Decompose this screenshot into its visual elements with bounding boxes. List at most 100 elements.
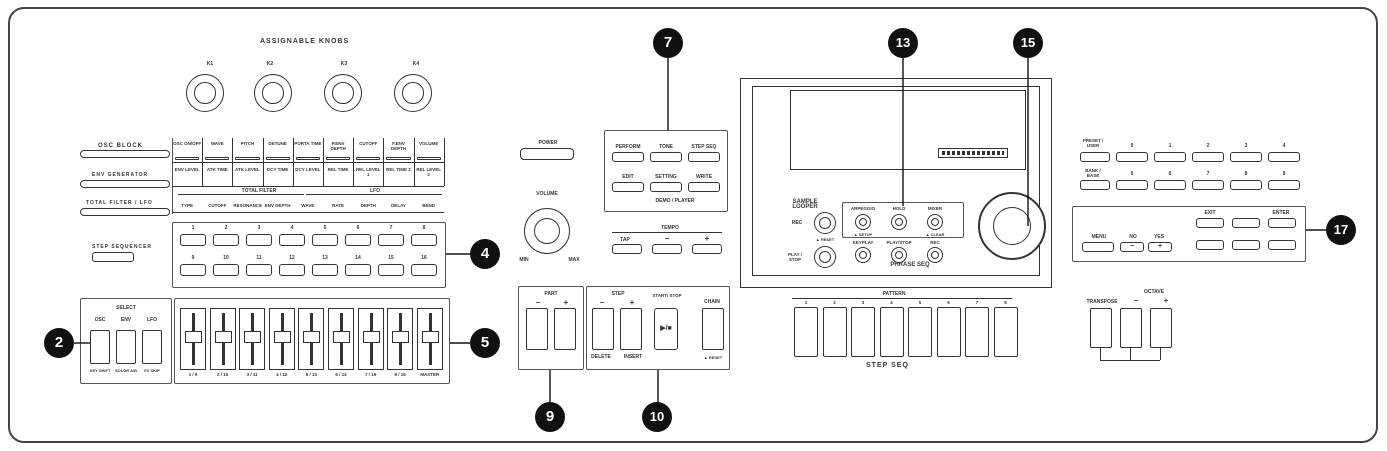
pattern-pad[interactable] — [851, 307, 875, 357]
step-button[interactable] — [345, 234, 371, 246]
step-button[interactable] — [279, 234, 305, 246]
start-stop-button[interactable] — [654, 308, 678, 350]
fader-cap[interactable] — [273, 331, 291, 343]
env-generator-button[interactable] — [80, 180, 170, 188]
knob-k2[interactable] — [254, 74, 292, 112]
looper-rec-button[interactable] — [814, 212, 836, 234]
number-button[interactable] — [1268, 180, 1300, 190]
tone-button[interactable] — [650, 152, 682, 162]
value-dial[interactable] — [978, 192, 1046, 260]
setting-button[interactable] — [650, 182, 682, 192]
step-button[interactable] — [378, 234, 404, 246]
pattern-pad[interactable] — [965, 307, 989, 357]
param-row1-button[interactable] — [205, 157, 230, 160]
enter-button[interactable] — [1268, 218, 1296, 228]
param-row1-button[interactable] — [386, 157, 411, 160]
fader-cap[interactable] — [333, 331, 350, 343]
step-button[interactable] — [345, 264, 371, 276]
slider-fader[interactable] — [357, 308, 384, 370]
fader-cap[interactable] — [214, 331, 232, 343]
cursor-left-button[interactable] — [1196, 240, 1224, 250]
total-filter-lfo-button[interactable] — [80, 208, 170, 216]
number-button[interactable] — [1154, 180, 1186, 190]
step-button[interactable] — [246, 264, 272, 276]
pattern-pad[interactable] — [993, 307, 1018, 357]
slider-fader[interactable] — [387, 308, 414, 370]
volume-knob[interactable] — [524, 208, 570, 254]
slider-fader[interactable] — [239, 308, 266, 370]
fader-cap[interactable] — [392, 331, 410, 343]
step-seq-button[interactable] — [688, 152, 720, 162]
select-lfo-button[interactable] — [142, 330, 162, 364]
transpose-button[interactable] — [1090, 308, 1112, 348]
osc-block-button[interactable] — [80, 150, 170, 158]
power-button[interactable] — [520, 148, 574, 160]
no-button[interactable] — [1120, 242, 1144, 252]
number-button[interactable] — [1154, 152, 1186, 162]
pattern-pad[interactable] — [908, 307, 932, 357]
arp-button[interactable] — [927, 214, 943, 230]
cursor-up-button[interactable] — [1232, 218, 1260, 228]
step-button[interactable] — [180, 264, 206, 276]
param-row1-button[interactable] — [235, 157, 260, 160]
number-button[interactable] — [1230, 152, 1262, 162]
part-plus-button[interactable] — [554, 308, 576, 350]
pattern-pad[interactable] — [936, 307, 961, 357]
phrase-button[interactable] — [891, 247, 907, 263]
phrase-button[interactable] — [927, 247, 943, 263]
slider-fader[interactable] — [416, 308, 443, 370]
pattern-pad[interactable] — [879, 307, 904, 357]
step-plus-button[interactable] — [620, 308, 642, 350]
select-env-button[interactable] — [116, 330, 136, 364]
fader-cap[interactable] — [244, 331, 262, 343]
step-minus-button[interactable] — [592, 308, 614, 350]
yes-button[interactable] — [1148, 242, 1172, 252]
pattern-pad[interactable] — [822, 307, 847, 357]
step-button[interactable] — [213, 264, 239, 276]
bank-base-button[interactable] — [1080, 180, 1110, 190]
knob-k3[interactable] — [324, 74, 362, 112]
number-button[interactable] — [1230, 180, 1262, 190]
slider-fader[interactable] — [328, 308, 354, 370]
fader-cap[interactable] — [421, 331, 439, 343]
step-button[interactable] — [411, 264, 437, 276]
arp-button[interactable] — [891, 214, 907, 230]
cursor-right-button[interactable] — [1268, 240, 1296, 250]
step-button[interactable] — [378, 264, 404, 276]
slider-fader[interactable] — [180, 308, 206, 370]
tempo-plus-button[interactable] — [692, 244, 722, 254]
fader-cap[interactable] — [303, 331, 321, 343]
pattern-pad[interactable] — [794, 307, 818, 357]
fader-cap[interactable] — [185, 331, 202, 343]
octave-plus-button[interactable] — [1150, 308, 1172, 348]
param-row1-button[interactable] — [295, 157, 320, 160]
number-button[interactable] — [1192, 180, 1224, 190]
tap-button[interactable] — [612, 244, 642, 254]
step-button[interactable] — [180, 234, 206, 246]
step-button[interactable] — [411, 234, 437, 246]
number-button[interactable] — [1116, 152, 1148, 162]
exit-button[interactable] — [1196, 218, 1224, 228]
menu-button[interactable] — [1082, 242, 1114, 252]
step-button[interactable] — [246, 234, 272, 246]
perform-button[interactable] — [612, 152, 644, 162]
write-button[interactable] — [688, 182, 720, 192]
preset-user-button[interactable] — [1080, 152, 1110, 162]
part-minus-button[interactable] — [526, 308, 548, 350]
octave-minus-button[interactable] — [1120, 308, 1142, 348]
tempo-minus-button[interactable] — [652, 244, 682, 254]
arp-button[interactable] — [855, 214, 871, 230]
fader-cap[interactable] — [362, 331, 380, 343]
step-sequencer-button[interactable] — [92, 252, 134, 262]
param-row1-button[interactable] — [265, 157, 290, 160]
knob-k4[interactable] — [394, 74, 432, 112]
slider-fader[interactable] — [298, 308, 325, 370]
step-button[interactable] — [279, 264, 305, 276]
select-osc-button[interactable] — [90, 330, 110, 364]
number-button[interactable] — [1192, 152, 1224, 162]
param-row1-button[interactable] — [356, 157, 381, 160]
chain-button[interactable] — [702, 308, 724, 350]
param-row1-button[interactable] — [175, 157, 200, 160]
phrase-button[interactable] — [855, 247, 871, 263]
step-button[interactable] — [213, 234, 239, 246]
